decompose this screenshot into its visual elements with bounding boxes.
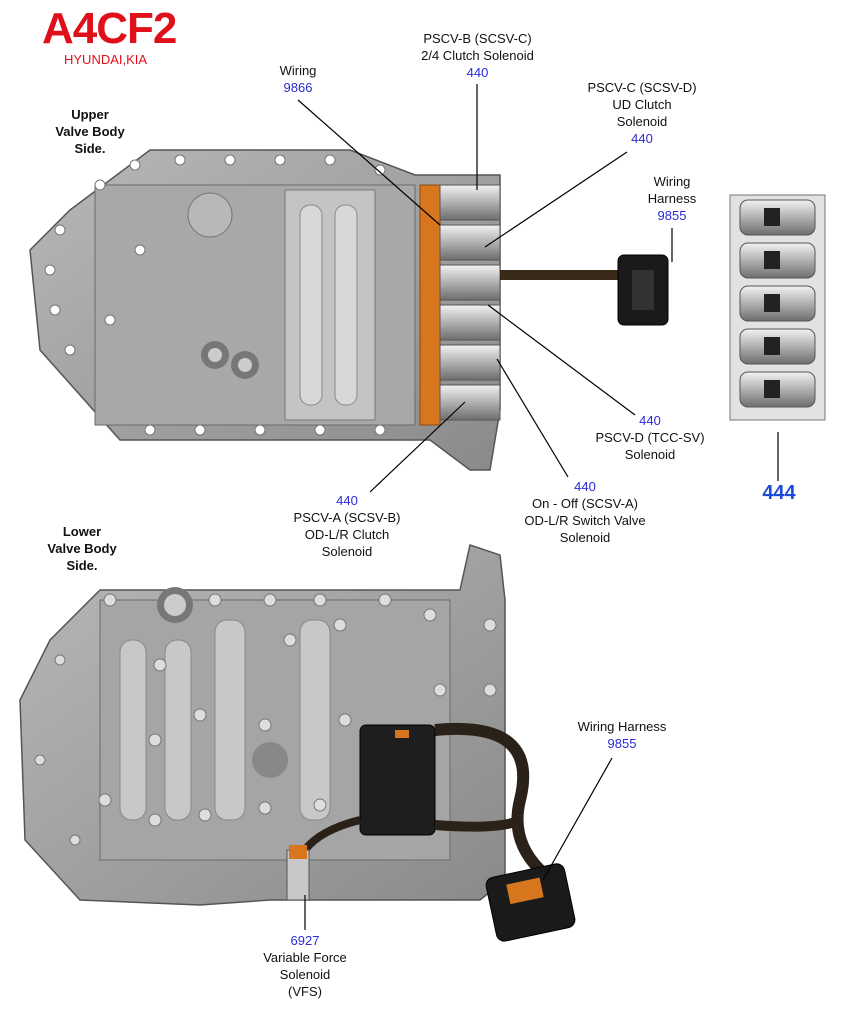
- callout-text: UD Clutch: [612, 97, 672, 112]
- callout-pscv-d: 440 PSCV-D (TCC-SV) Solenoid: [580, 412, 720, 463]
- upper-label-line2: Valve Body: [55, 124, 125, 139]
- part-number: 9855: [657, 208, 687, 223]
- callout-text: Solenoid: [559, 530, 611, 545]
- callout-text: Solenoid: [279, 967, 331, 982]
- lower-label-line3: Side.: [66, 558, 98, 573]
- callout-pscv-b: PSCV-B (SCSV-C) 2/4 Clutch Solenoid 440: [395, 30, 560, 81]
- callout-text: Wiring Harness: [577, 719, 667, 734]
- callout-text: PSCV-B (SCSV-C): [423, 31, 532, 46]
- part-number: 9855: [607, 736, 637, 751]
- upper-valve-body: [29, 149, 669, 471]
- callout-text: On - Off (SCSV-A): [532, 496, 638, 511]
- part-number: 440: [574, 479, 596, 494]
- part-number: 440: [639, 413, 661, 428]
- callout-text: 2/4 Clutch Solenoid: [421, 48, 534, 63]
- callout-text: OD-L/R Clutch: [304, 527, 390, 542]
- leader-lines: [297, 84, 779, 930]
- callout-text: OD-L/R Switch Valve: [524, 513, 646, 528]
- callout-pscv-c: PSCV-C (SCSV-D) UD Clutch Solenoid 440: [567, 79, 717, 147]
- lower-label-line1: Lower: [62, 524, 102, 539]
- upper-valve-body-label: Upper Valve Body Side.: [40, 106, 140, 157]
- callout-pscv-a: 440 PSCV-A (SCSV-B) OD-L/R Clutch Soleno…: [272, 492, 422, 560]
- upper-label-line1: Upper: [71, 107, 109, 122]
- part-number: 440: [631, 131, 653, 146]
- callout-text: Variable Force: [263, 950, 347, 965]
- solenoid-pack-number: 444: [762, 482, 796, 504]
- callout-text: Harness: [647, 191, 697, 206]
- callout-text: Wiring: [653, 174, 691, 189]
- callout-text: Wiring: [279, 63, 317, 78]
- upper-solenoid-pack: [439, 184, 501, 421]
- page-subtitle: HYUNDAI,KIA: [64, 52, 148, 67]
- callout-text: Solenoid: [616, 114, 668, 129]
- lower-valve-body: [19, 544, 576, 942]
- callout-text: Solenoid: [624, 447, 676, 462]
- upper-label-line3: Side.: [74, 141, 106, 156]
- lower-label-line2: Valve Body: [47, 541, 117, 556]
- callout-harness-lower: Wiring Harness 9855: [557, 718, 687, 752]
- part-number: 440: [336, 493, 358, 508]
- part-number: 440: [466, 65, 489, 80]
- callout-text: Solenoid: [321, 544, 373, 559]
- part-number: 6927: [290, 933, 320, 948]
- lower-connector-block: [359, 724, 436, 836]
- part-number: 9866: [283, 80, 313, 95]
- callout-text: PSCV-A (SCSV-B): [293, 510, 401, 525]
- callout-text: PSCV-C (SCSV-D): [587, 80, 697, 95]
- page-title: A4CF2: [42, 4, 177, 53]
- solenoid-pack-444: [729, 194, 826, 421]
- callout-on-off: 440 On - Off (SCSV-A) OD-L/R Switch Valv…: [505, 478, 665, 546]
- callout-wiring-upper: Wiring 9866: [253, 62, 343, 96]
- lower-valve-body-label: Lower Valve Body Side.: [32, 523, 132, 574]
- callout-harness-upper: Wiring Harness 9855: [627, 173, 717, 224]
- callout-text: (VFS): [288, 984, 322, 999]
- callout-vfs: 6927 Variable Force Solenoid (VFS): [245, 932, 365, 1000]
- lower-harness-connector: [485, 863, 576, 942]
- callout-text: PSCV-D (TCC-SV): [595, 430, 705, 445]
